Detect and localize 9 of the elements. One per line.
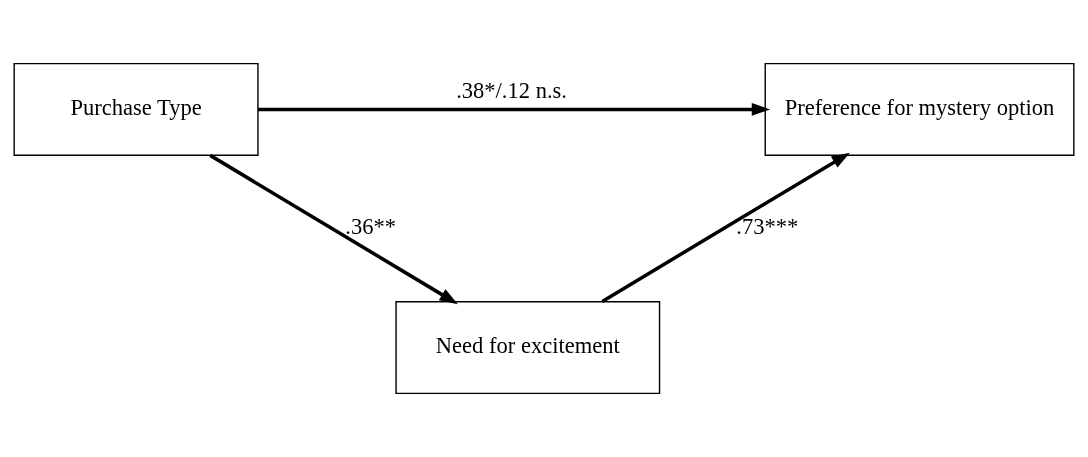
- edge-label: .38*/.12 n.s.: [456, 77, 567, 103]
- node-box: Preference for mystery option: [764, 62, 1075, 156]
- edge-label: .36**: [345, 213, 397, 239]
- arrow: [258, 103, 771, 116]
- arrow: [601, 152, 850, 303]
- node-box: Purchase Type: [13, 62, 259, 156]
- node-box: Need for excitement: [395, 301, 661, 395]
- arrow: [209, 153, 458, 305]
- edge-label: .73***: [736, 213, 799, 239]
